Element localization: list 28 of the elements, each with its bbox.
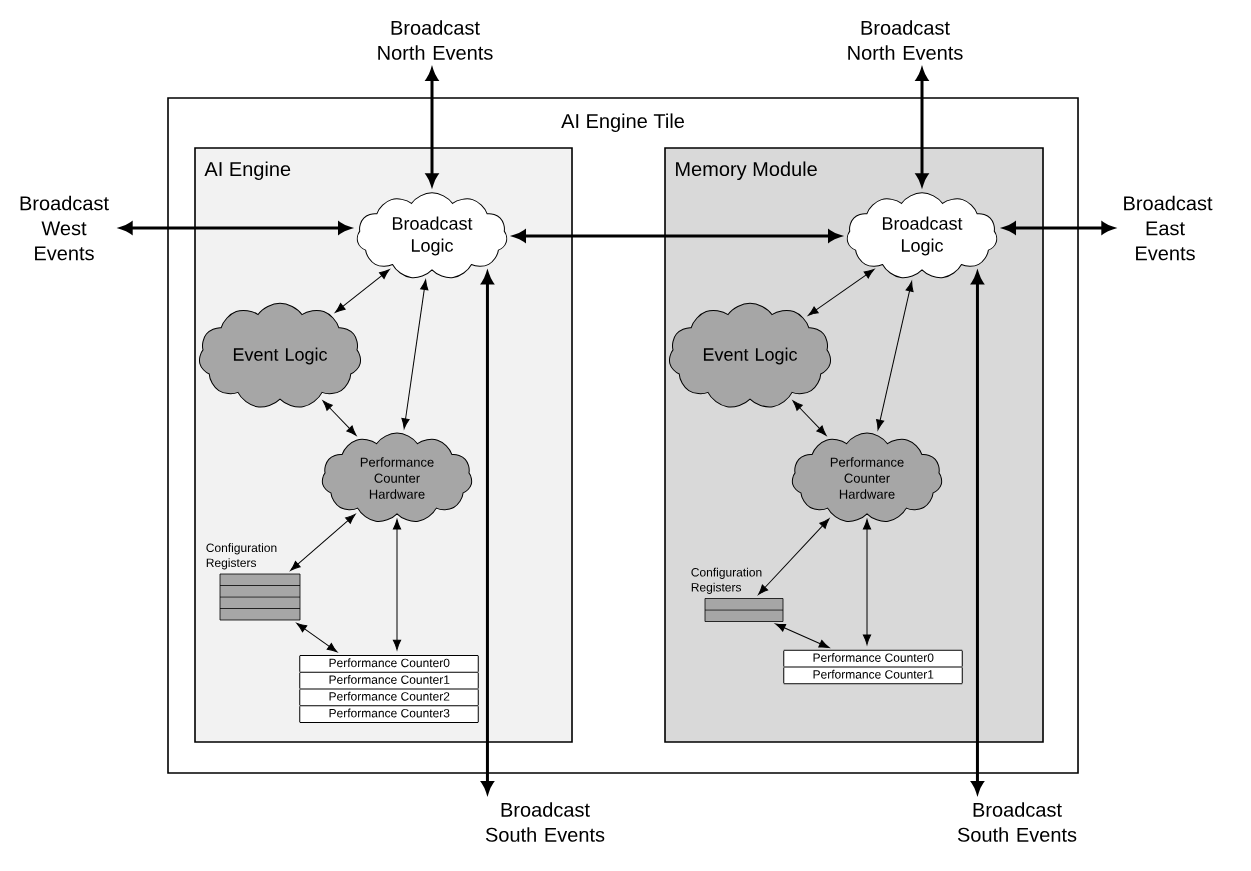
event-label: Broadcast West Events — [20, 195, 109, 261]
arrow — [334, 269, 390, 313]
event-label: Broadcast South Events — [957, 802, 1077, 842]
arrow — [392, 519, 402, 651]
event-label: Broadcast South Events — [485, 802, 605, 842]
event-label: Broadcast North Events — [848, 20, 963, 60]
register-stack: Configuration Registers — [206, 543, 301, 621]
arrow — [876, 281, 914, 431]
arrow — [296, 622, 338, 653]
arrow — [425, 68, 439, 186]
event-label: Broadcast East Events — [1124, 195, 1213, 261]
arrow — [862, 519, 872, 645]
arrow — [401, 279, 429, 429]
arrow — [775, 623, 830, 648]
node-label: Configuration Registers — [206, 543, 277, 570]
counter-table: Performance Counter0 Performance Counter1 Performance Counter2 Performance Counter3 — [299, 655, 479, 723]
arrow — [120, 221, 351, 235]
arrow — [290, 513, 356, 571]
event-label: Broadcast North Events — [378, 20, 493, 60]
arrow — [807, 269, 875, 316]
register-stack: Configuration Registers — [691, 567, 784, 622]
arrow — [792, 400, 827, 436]
arrow — [915, 68, 929, 186]
arrow — [513, 229, 841, 243]
counter-table: Performance Counter0 Performance Counter1 — [783, 649, 963, 685]
arrow — [322, 400, 357, 436]
node-label: Configuration Registers — [691, 567, 762, 594]
arrow — [758, 518, 830, 595]
